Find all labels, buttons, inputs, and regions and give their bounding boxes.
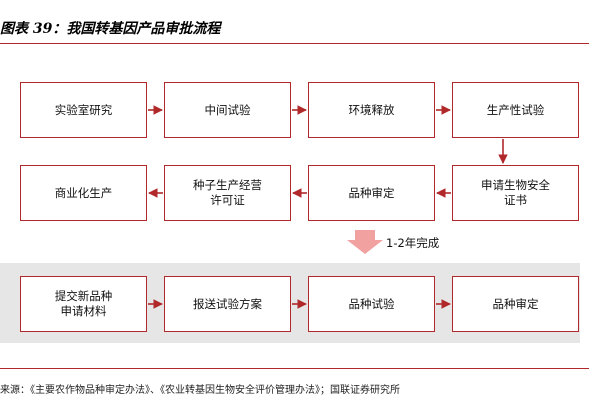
bottom-divider [0,368,589,369]
duration-label: 1-2年完成 [386,236,440,250]
step-submit-application: 提交新品种 申请材料 [20,276,147,332]
step-pilot-test: 中间试验 [164,82,291,138]
figure-title: 图表 39：我国转基因产品审批流程 [0,21,221,37]
step-seed-license: 种子生产经营 许可证 [164,165,291,221]
top-divider [0,43,589,44]
step-biosafety-certificate: 申请生物安全 证书 [452,165,579,221]
step-variety-trial: 品种试验 [308,276,435,332]
step-lab-research: 实验室研究 [20,82,147,138]
step-commercial-production: 商业化生产 [20,165,147,221]
big-down-arrow [347,230,383,254]
step-submit-test-plan: 报送试验方案 [164,276,291,332]
step-variety-approval-final: 品种审定 [452,276,579,332]
step-variety-approval: 品种审定 [308,165,435,221]
step-environmental-release: 环境释放 [308,82,435,138]
source-note: 来源：《主要农作物品种审定办法》、《农业转基因生物安全评价管理办法》；国联证券研… [0,385,400,396]
step-production-test: 生产性试验 [452,82,579,138]
